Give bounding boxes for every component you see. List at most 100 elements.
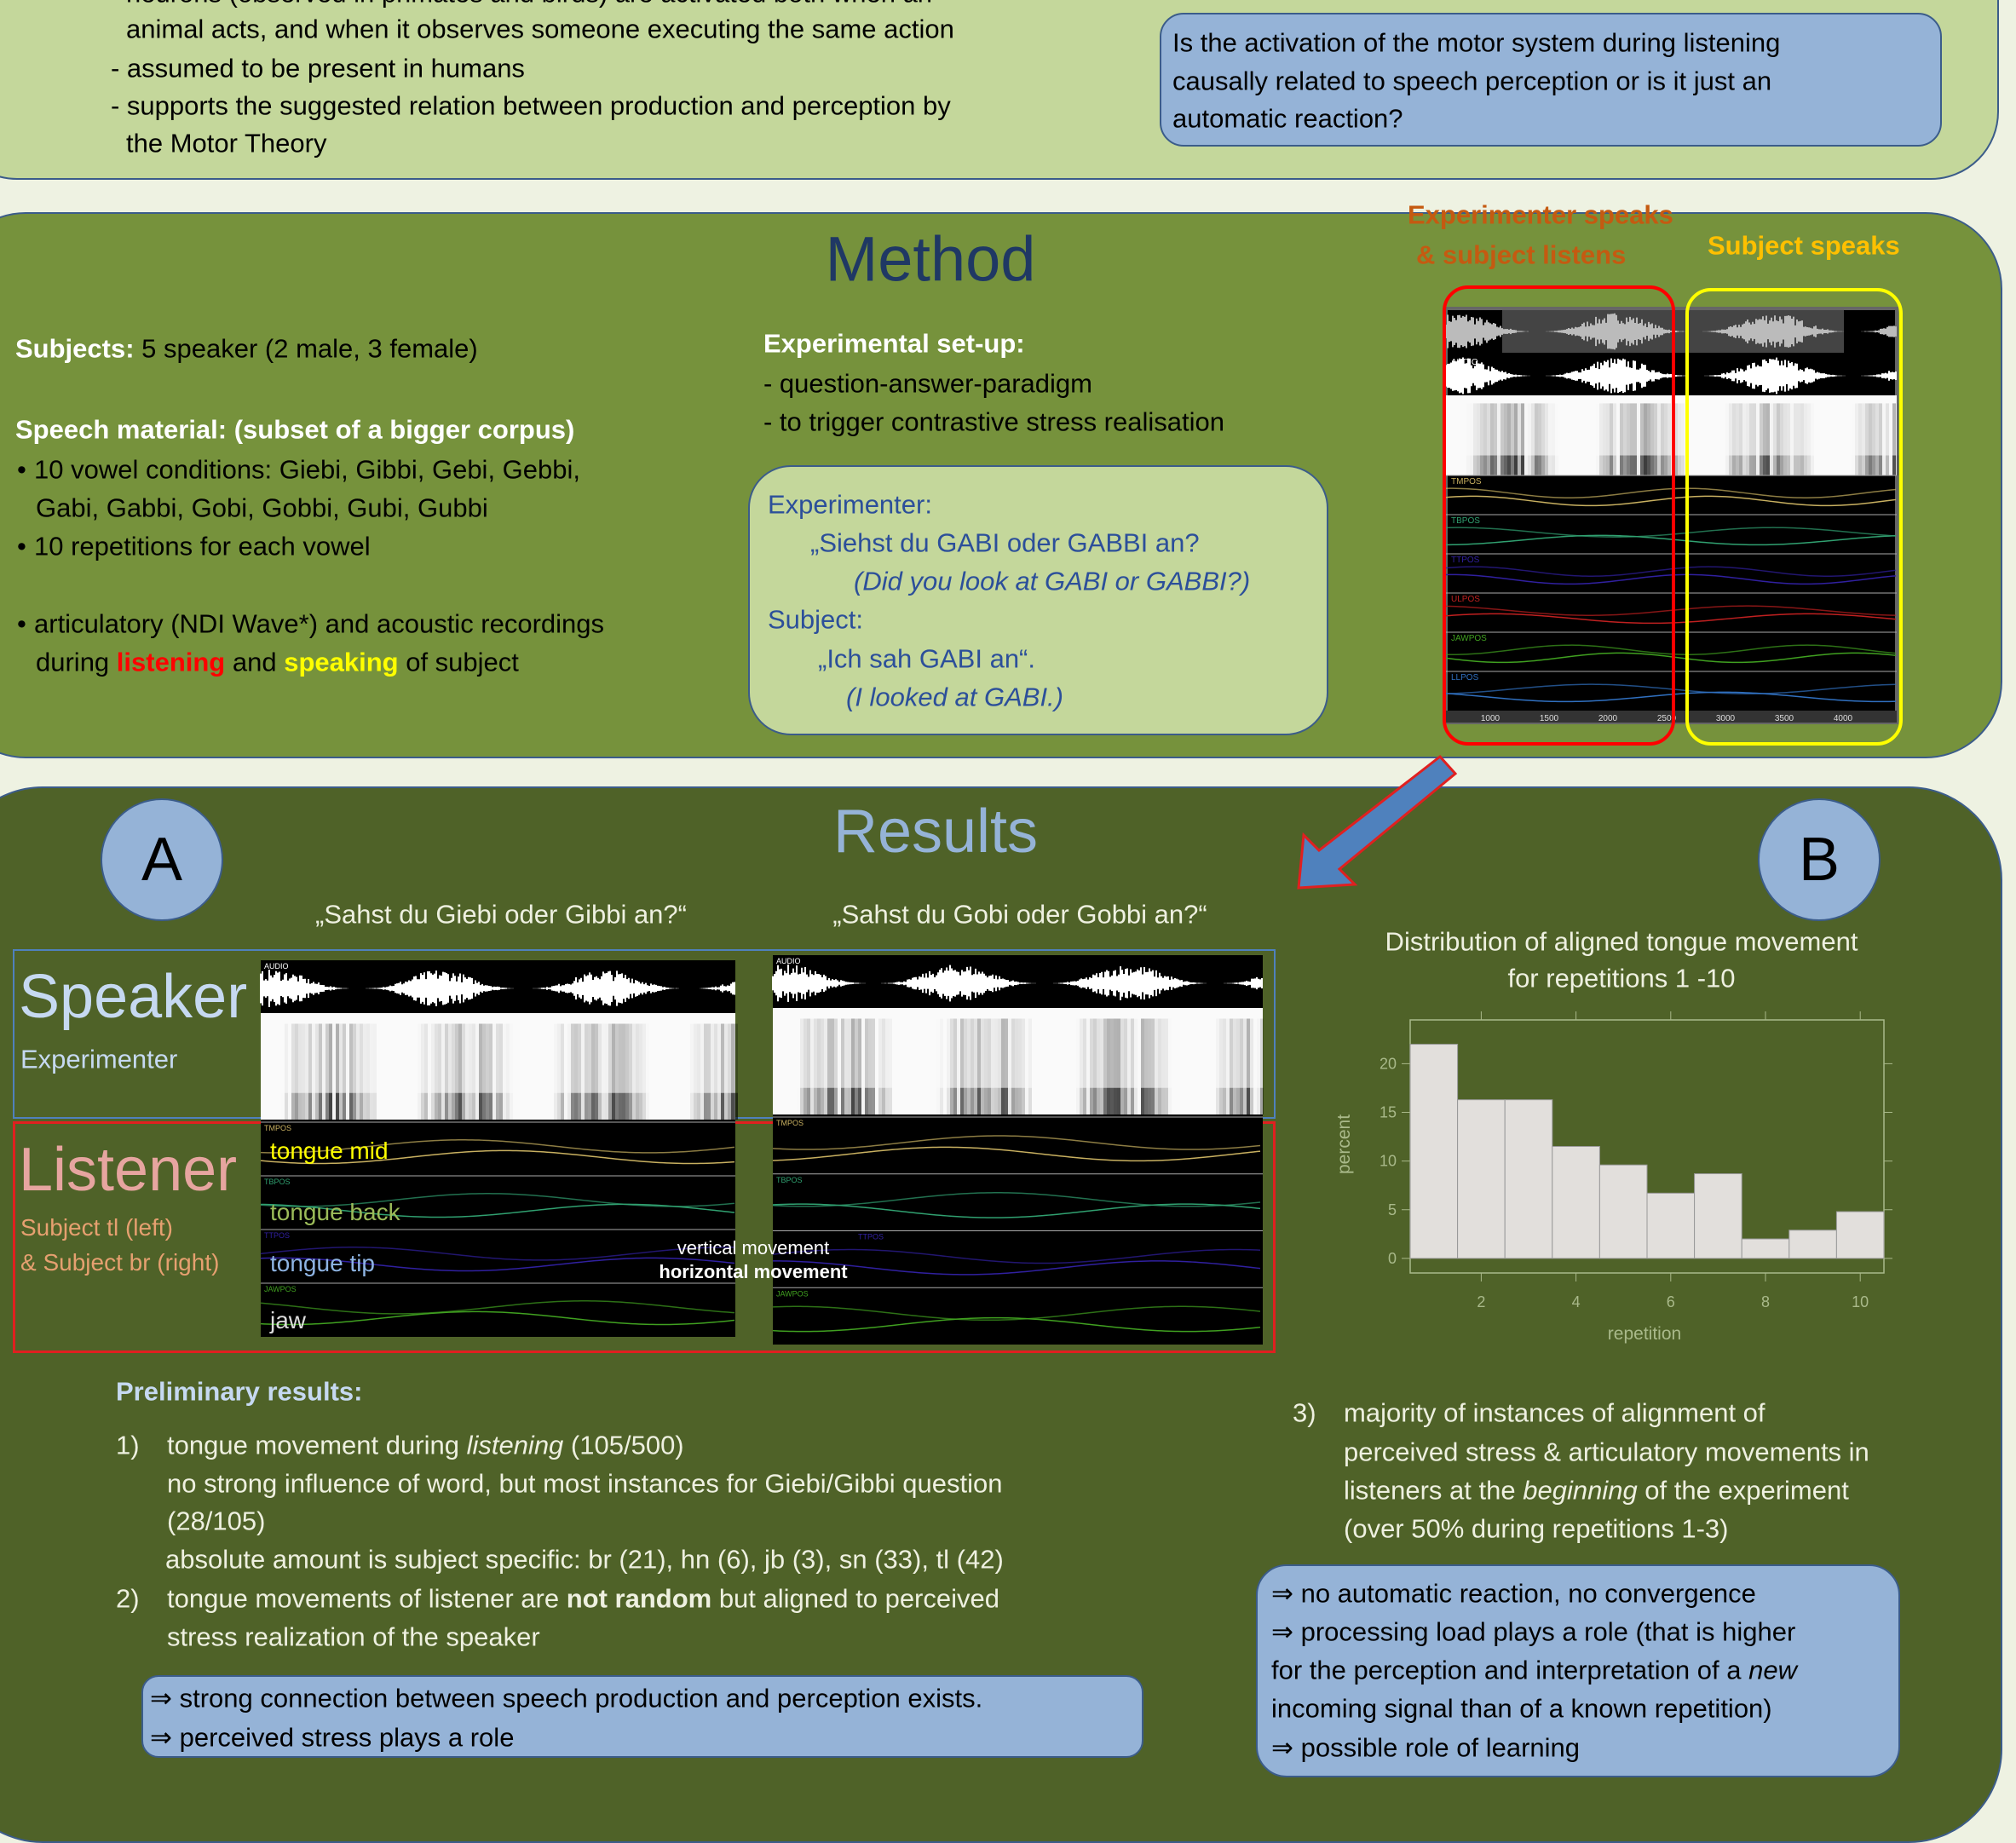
spectrogram-band	[1507, 455, 1511, 475]
spectrogram-band	[824, 1087, 827, 1114]
bullet-dot: •	[17, 531, 26, 562]
spectrogram-band	[1892, 455, 1896, 475]
spectrogram-band	[855, 1018, 858, 1114]
result-item-2: tongue movements of listener are not ran…	[167, 1582, 999, 1614]
spectrogram-band	[1117, 1087, 1120, 1114]
spectrogram-band	[694, 1023, 697, 1120]
spectrogram-band	[482, 1023, 486, 1120]
result-line: absolute amount is subject specific: br …	[165, 1544, 1004, 1575]
spectrogram-band	[1001, 1087, 1005, 1114]
spectrogram-band	[991, 1087, 994, 1114]
dialog-subject-label: Subject:	[768, 604, 864, 635]
label-line: & subject listens	[1416, 239, 1627, 269]
articulator-trace	[1445, 613, 1897, 625]
spectrogram-band	[1507, 403, 1511, 475]
spectrogram-band	[950, 1087, 953, 1114]
spectrogram-band	[1161, 1018, 1165, 1114]
spectrogram-band	[332, 1093, 336, 1120]
articulator-trace	[1445, 691, 1897, 703]
channel-label: JAWPOS	[264, 1285, 297, 1293]
articulator-trace	[1445, 683, 1897, 694]
time-tick-label: 1500	[1540, 714, 1559, 723]
articulator-trace	[1445, 527, 1897, 538]
spectrogram-band	[343, 1023, 346, 1120]
spectrogram-band	[724, 1092, 728, 1120]
spectrogram-band	[1151, 1087, 1155, 1114]
spectrogram-band	[1804, 403, 1807, 475]
result-item-1: tongue movement during listening (105/50…	[167, 1429, 684, 1460]
conclusion-line: for the perception and interpretation of…	[1271, 1654, 1797, 1685]
y-tick-label: 5	[1388, 1201, 1397, 1218]
spectrogram-band	[578, 1092, 581, 1120]
spectrogram-band	[838, 1088, 841, 1114]
bullet-item: articulatory (NDI Wave*) and acoustic re…	[34, 608, 605, 639]
spectrogram-band	[1657, 403, 1661, 475]
spectrogram-band	[988, 1018, 991, 1114]
spectrogram-band	[305, 1023, 308, 1120]
spectrogram-band	[1623, 403, 1627, 475]
spectrogram-band	[438, 1023, 441, 1120]
spectrogram-band	[998, 1018, 1001, 1114]
spectrogram-band	[707, 1023, 711, 1120]
spectrogram-band	[1541, 455, 1545, 475]
spectrogram-band	[1892, 403, 1896, 475]
spectrogram-band	[360, 1023, 363, 1120]
quote-right: „Sahst du Gobi oder Gobbi an?“	[832, 899, 1207, 930]
spectrogram-band	[1110, 1018, 1114, 1114]
spectrogram-band	[479, 1092, 482, 1120]
spectrogram-band	[435, 1023, 438, 1120]
spectrogram-band	[1243, 1018, 1247, 1114]
spectrogram-band	[1107, 1087, 1110, 1114]
spectrogram-band	[360, 1092, 363, 1120]
spectrogram-band	[1729, 455, 1732, 475]
spectrogram-band	[421, 1092, 424, 1120]
spectrogram-band	[1606, 455, 1610, 475]
spectrogram-band	[356, 1092, 360, 1120]
time-tick-label: 2000	[1598, 714, 1618, 723]
spectrogram-band	[1018, 1087, 1022, 1114]
conclusion-line: ⇒ processing load plays a role (that is …	[1271, 1616, 1796, 1647]
spectrogram-band	[1032, 1088, 1035, 1114]
spectrogram-band	[731, 1092, 734, 1120]
spectrogram-band	[339, 1092, 343, 1120]
badge-b: B	[1758, 798, 1881, 921]
listener-sublabel: & Subject br (right)	[20, 1249, 220, 1276]
histogram-bar	[1504, 1099, 1553, 1259]
spectrogram-band	[875, 1088, 878, 1114]
spectrogram-band	[1477, 455, 1480, 475]
spectrogram-band	[1511, 455, 1514, 475]
spectrogram-band	[1521, 403, 1524, 475]
spectrogram-band	[998, 1087, 1001, 1114]
spectrogram-band	[1155, 1087, 1158, 1114]
articulator-trace	[260, 1310, 735, 1326]
spectrogram-band	[964, 1087, 967, 1114]
spectrogram-band	[1490, 455, 1494, 475]
setup-label: Experimental set-up:	[763, 328, 1025, 359]
spectrogram-band	[1257, 1087, 1260, 1114]
bullet-dot: •	[17, 454, 26, 485]
spectrogram-band	[1022, 1087, 1025, 1114]
spectrogram-band	[472, 1023, 475, 1120]
spectrogram-band	[1093, 1087, 1097, 1114]
articulator-trace	[1445, 566, 1897, 577]
spectrogram-band	[1746, 455, 1749, 475]
spectrogram-band	[1487, 403, 1490, 475]
spectrogram-band	[302, 1023, 305, 1120]
spectrogram-band	[858, 1087, 861, 1114]
spectrogram-band	[1623, 455, 1627, 475]
spectrogram-band	[1875, 403, 1879, 475]
spectrogram-band	[1794, 455, 1797, 475]
spectrogram-band	[994, 1018, 998, 1114]
spectrogram-band	[1155, 1018, 1158, 1114]
spectrogram	[261, 1013, 735, 1120]
spectrogram-band	[851, 1087, 855, 1114]
spectrogram-band	[700, 1092, 704, 1120]
spectrogram-band	[1093, 1018, 1097, 1114]
spectrogram-band	[1644, 403, 1647, 475]
spectrogram-band	[1650, 455, 1654, 475]
audio-waveform	[772, 965, 1263, 1002]
articulator-trace	[772, 1305, 1261, 1322]
spectrogram-band	[694, 1092, 697, 1120]
spectrogram-band	[734, 1092, 738, 1120]
